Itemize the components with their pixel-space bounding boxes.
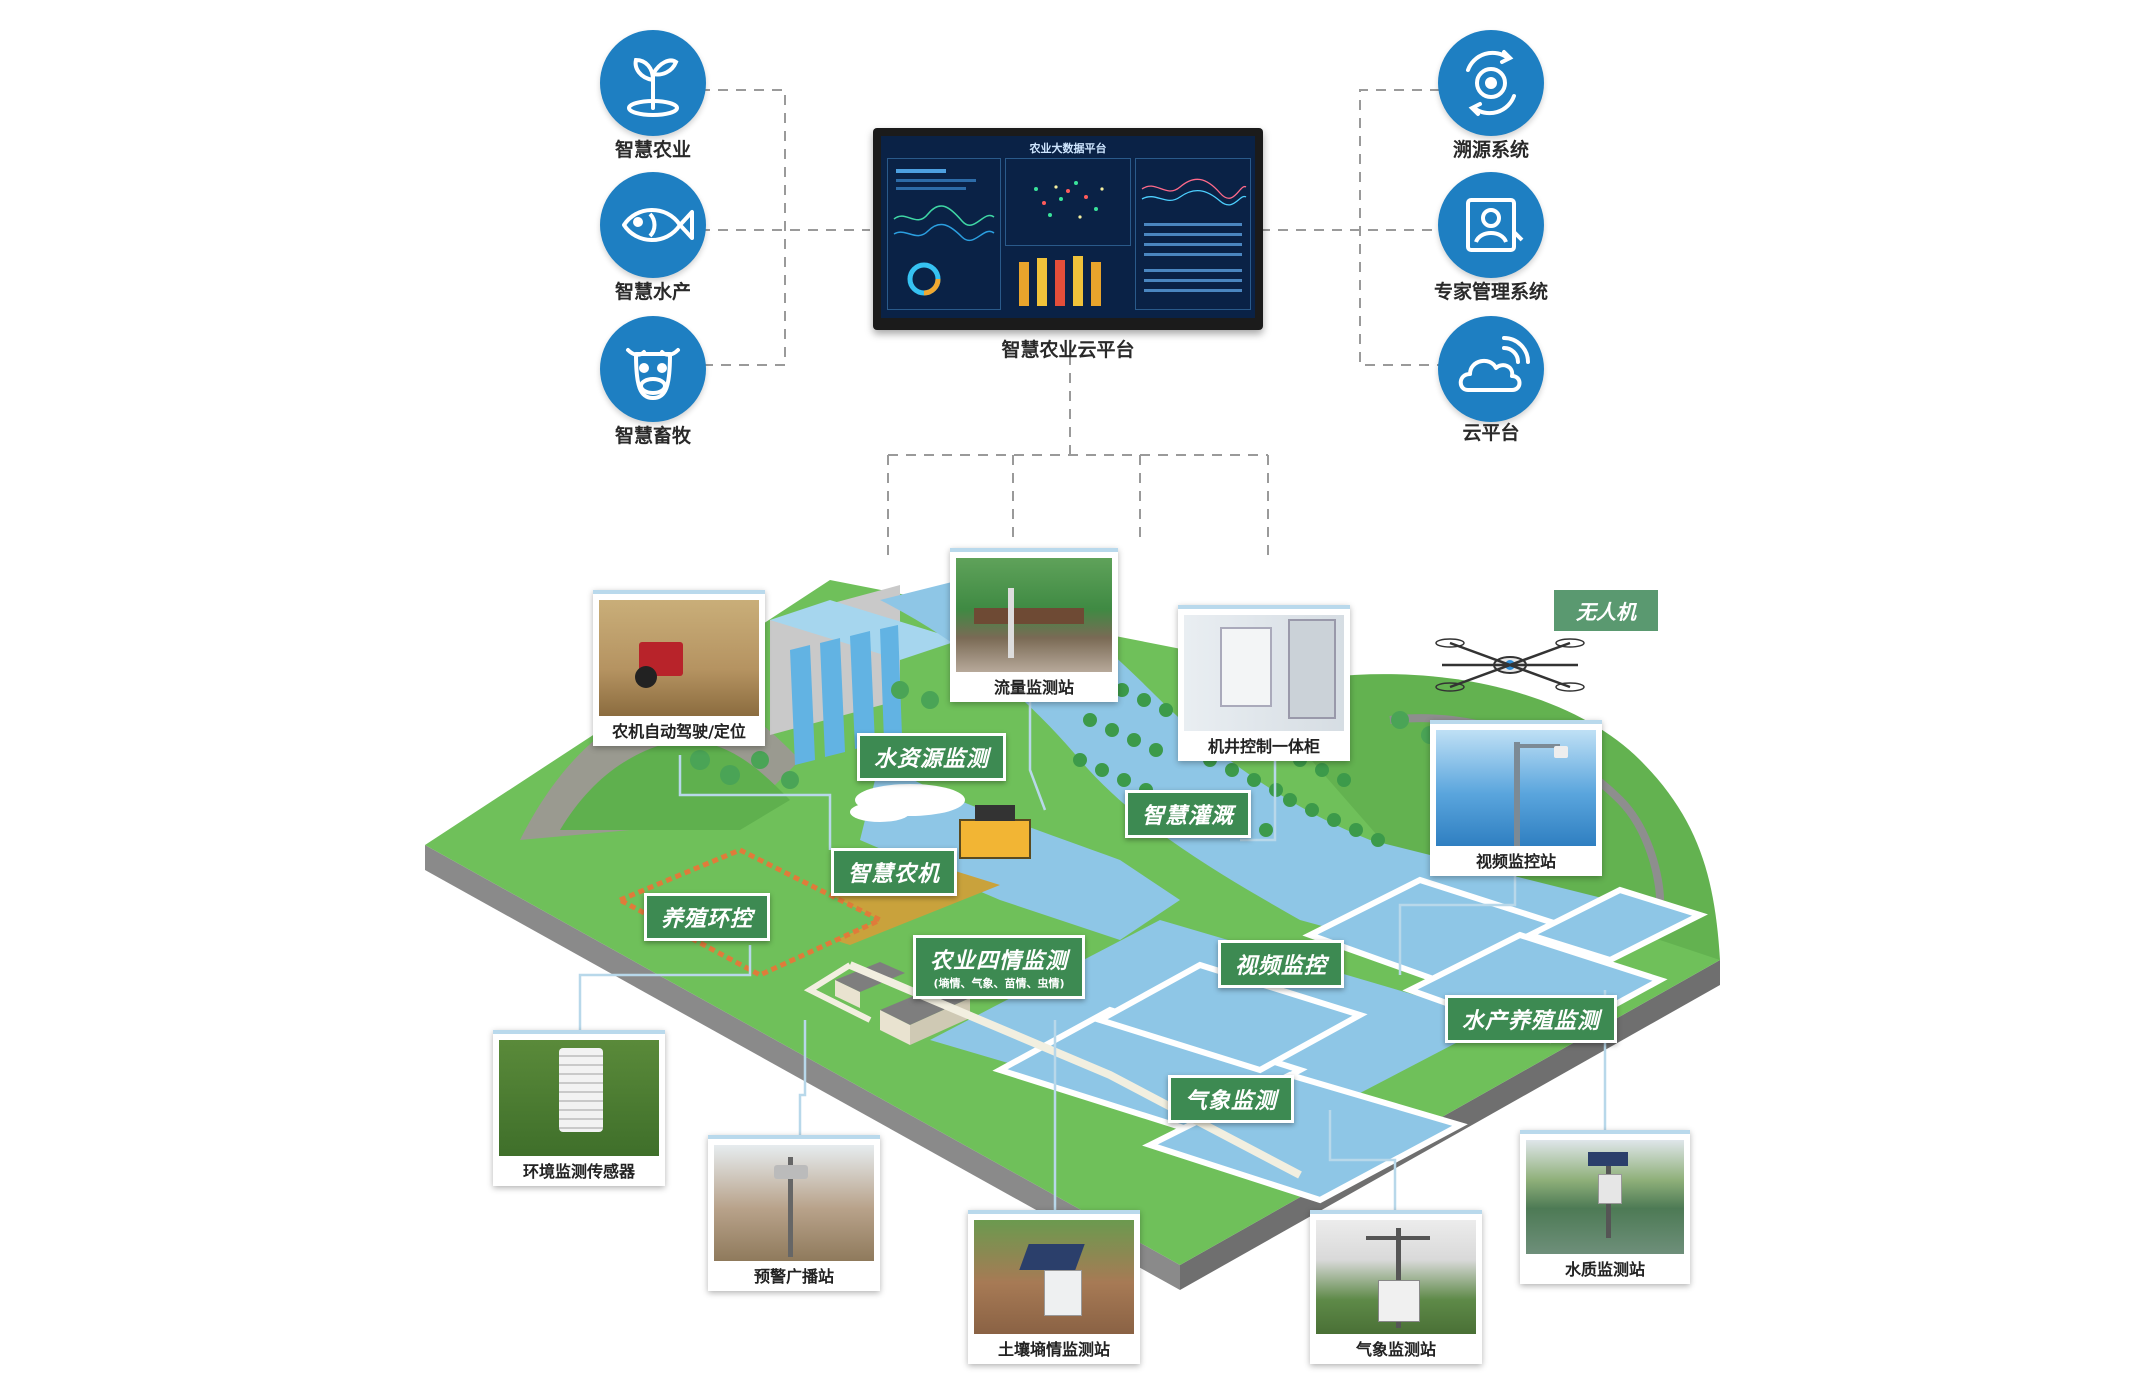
tag-four-conditions-title: 农业四情监测 (930, 949, 1069, 974)
photo-well-caption: 机井控制一体柜 (1207, 737, 1320, 756)
platform-label: 智慧农业云平台 (1001, 339, 1135, 361)
solar-panel-small-icon (1588, 1152, 1628, 1166)
speaker-icon (774, 1165, 808, 1179)
smart-livestock-label: 智慧畜牧 (614, 425, 691, 447)
screen-right-panel (1135, 158, 1251, 310)
fish-icon[interactable] (600, 172, 706, 278)
photo-water-caption: 水质监测站 (1564, 1260, 1645, 1279)
photo-weather-caption: 气象监测站 (1355, 1340, 1436, 1359)
tag-aquaculture[interactable]: 水产养殖监测 (1445, 995, 1618, 1043)
cloud-platform-label: 云平台 (1462, 422, 1520, 444)
photo-well-cabinet[interactable]: 机井控制一体柜 (1178, 605, 1350, 761)
cloud-signal-icon[interactable] (1438, 316, 1544, 422)
photo-water-quality[interactable]: 水质监测站 (1520, 1130, 1690, 1284)
tag-smart-irrigation[interactable]: 智慧灌溉 (1125, 790, 1252, 838)
screen-title: 农业大数据平台 (1029, 142, 1107, 155)
tag-weather-monitor[interactable]: 气象监测 (1168, 1075, 1295, 1123)
photo-weather-station[interactable]: 气象监测站 (1310, 1210, 1482, 1364)
screen-left-panel (887, 158, 1001, 310)
photo-flow-station[interactable]: 流量监测站 (950, 548, 1118, 702)
photo-soil-caption: 土壤墒情监测站 (997, 1340, 1110, 1359)
photo-env-sensor[interactable]: 环境监测传感器 (493, 1030, 665, 1186)
tag-breeding-control[interactable]: 养殖环控 (644, 893, 771, 941)
cow-icon[interactable] (600, 316, 706, 422)
tag-water-resources[interactable]: 水资源监测 (857, 733, 1007, 781)
trace-target-icon[interactable] (1438, 30, 1544, 136)
screen-map-panel (1005, 158, 1131, 246)
tag-four-conditions[interactable]: 农业四情监测 (墒情、气象、苗情、虫情) (913, 935, 1086, 999)
smart-agriculture-icon[interactable] (600, 30, 706, 136)
smart-aquaculture-label: 智慧水产 (614, 281, 691, 303)
expert-system-label: 专家管理系统 (1433, 281, 1548, 303)
tag-video-monitor[interactable]: 视频监控 (1218, 940, 1345, 988)
tag-four-conditions-sub: (墒情、气象、苗情、虫情) (933, 977, 1065, 990)
photo-video-caption: 视频监控站 (1475, 852, 1556, 871)
photo-tractor[interactable]: 农机自动驾驶/定位 (593, 590, 765, 746)
camera-icon (1554, 746, 1568, 758)
screen-bar-panel (1005, 248, 1129, 312)
expert-profile-icon[interactable] (1438, 172, 1544, 278)
solar-panel-icon (1019, 1244, 1085, 1270)
photo-soil-station[interactable]: 土壤墒情监测站 (968, 1210, 1140, 1364)
smart-agriculture-label: 智慧农业 (614, 139, 691, 161)
photo-alarm-caption: 预警广播站 (753, 1267, 834, 1286)
traceability-label: 溯源系统 (1452, 139, 1529, 161)
photo-tractor-caption: 农机自动驾驶/定位 (612, 722, 746, 741)
photo-alarm-broadcast[interactable]: 预警广播站 (708, 1135, 880, 1291)
dashboard-monitor[interactable]: 农业大数据平台 (873, 128, 1263, 330)
drone-label: 无人机 (1554, 590, 1658, 631)
photo-flow-caption: 流量监测站 (993, 678, 1074, 697)
photo-env-caption: 环境监测传感器 (522, 1162, 635, 1181)
tag-smart-machinery[interactable]: 智慧农机 (831, 848, 958, 896)
monitor-screen: 农业大数据平台 (881, 136, 1255, 318)
photo-video-station[interactable]: 视频监控站 (1430, 720, 1602, 876)
